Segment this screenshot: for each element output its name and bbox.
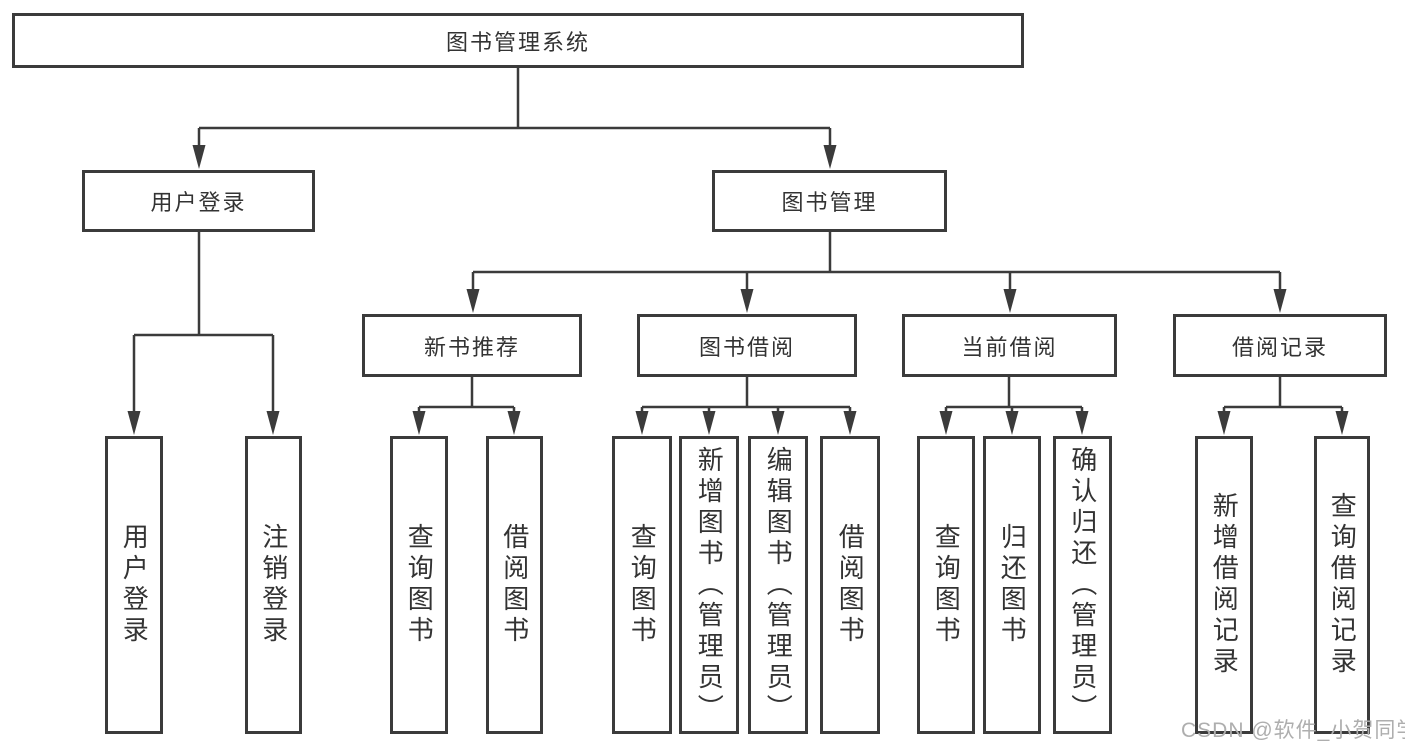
- arrow-icon: [1075, 411, 1089, 435]
- node-leaf-query-books-borrowing: 查询图书: [612, 436, 672, 734]
- leaf-label: 借阅图书: [835, 523, 866, 647]
- node-leaf-logout: 注销登录: [245, 436, 302, 734]
- arrow-icon: [466, 289, 480, 313]
- leaf-label: 查询图书: [627, 523, 658, 647]
- node-leaf-query-borrow-record: 查询借阅记录: [1314, 436, 1370, 734]
- node-borrow-records: 借阅记录: [1173, 314, 1387, 377]
- leaf-label: 新增借阅记录: [1209, 492, 1240, 678]
- arrow-icon: [127, 411, 141, 435]
- arrow-icon: [771, 411, 785, 435]
- arrow-icon: [1273, 289, 1287, 313]
- node-leaf-user-login: 用户登录: [105, 436, 163, 734]
- leaf-label: 归还图书: [997, 523, 1028, 647]
- node-user-login: 用户登录: [82, 170, 315, 232]
- node-borrow-records-label: 借阅记录: [1231, 334, 1328, 360]
- arrow-icon: [1003, 289, 1017, 313]
- leaf-label: 编辑图书（管理员）: [763, 445, 794, 725]
- node-book-management: 图书管理: [712, 170, 947, 232]
- arrow-icon: [843, 411, 857, 435]
- node-book-management-label: 图书管理: [781, 190, 878, 215]
- arrow-icon: [507, 411, 521, 435]
- leaf-label: 用户登录: [119, 523, 150, 647]
- connector-borrowing-children: [640, 377, 852, 413]
- connector-new-books-children: [417, 377, 516, 413]
- leaf-label: 查询图书: [931, 523, 962, 647]
- node-root-label: 图书管理系统: [445, 29, 590, 55]
- node-leaf-return-books: 归还图书: [983, 436, 1041, 734]
- csdn-watermark: CSDN @软件_小贺同学: [1181, 719, 1405, 742]
- arrow-icon: [740, 289, 754, 313]
- arrow-icon: [823, 145, 837, 169]
- leaf-label: 确认归还（管理员）: [1067, 445, 1098, 725]
- leaf-label: 新增图书（管理员）: [694, 445, 725, 725]
- leaf-label: 注销登录: [258, 523, 289, 647]
- node-leaf-add-borrow-record: 新增借阅记录: [1195, 436, 1253, 734]
- connector-book-management-children: [471, 232, 1282, 291]
- node-root: 图书管理系统: [12, 13, 1024, 68]
- node-leaf-borrow-books-borrowing: 借阅图书: [820, 436, 880, 734]
- node-user-login-label: 用户登录: [150, 190, 247, 215]
- node-leaf-confirm-return-admin: 确认归还（管理员）: [1053, 436, 1112, 734]
- node-new-books: 新书推荐: [362, 314, 582, 377]
- node-leaf-query-books-current: 查询图书: [917, 436, 975, 734]
- node-current-borrowing-label: 当前借阅: [961, 334, 1058, 360]
- arrowheads: [127, 145, 1349, 435]
- arrow-icon: [266, 411, 280, 435]
- node-leaf-borrow-books-newbooks: 借阅图书: [486, 436, 543, 734]
- connector-user-login-children: [132, 232, 275, 413]
- arrow-icon: [1005, 411, 1019, 435]
- connector-root-to-level2: [197, 68, 832, 147]
- node-leaf-query-books-newbooks: 查询图书: [390, 436, 448, 734]
- node-leaf-edit-books-admin: 编辑图书（管理员）: [748, 436, 808, 734]
- node-current-borrowing: 当前借阅: [902, 314, 1117, 377]
- leaf-label: 借阅图书: [499, 523, 530, 647]
- arrow-icon: [939, 411, 953, 435]
- arrow-icon: [1217, 411, 1231, 435]
- node-new-books-label: 新书推荐: [423, 334, 520, 360]
- node-borrowing: 图书借阅: [637, 314, 857, 377]
- connector-records-children: [1222, 377, 1344, 413]
- node-leaf-add-books-admin: 新增图书（管理员）: [679, 436, 739, 734]
- leaf-label: 查询借阅记录: [1327, 492, 1358, 678]
- arrow-icon: [192, 145, 206, 169]
- connector-current-children: [944, 377, 1084, 413]
- leaf-label: 查询图书: [404, 523, 435, 647]
- arrow-icon: [635, 411, 649, 435]
- arrow-icon: [1335, 411, 1349, 435]
- arrow-icon: [412, 411, 426, 435]
- node-borrowing-label: 图书借阅: [698, 334, 795, 360]
- arrow-icon: [702, 411, 716, 435]
